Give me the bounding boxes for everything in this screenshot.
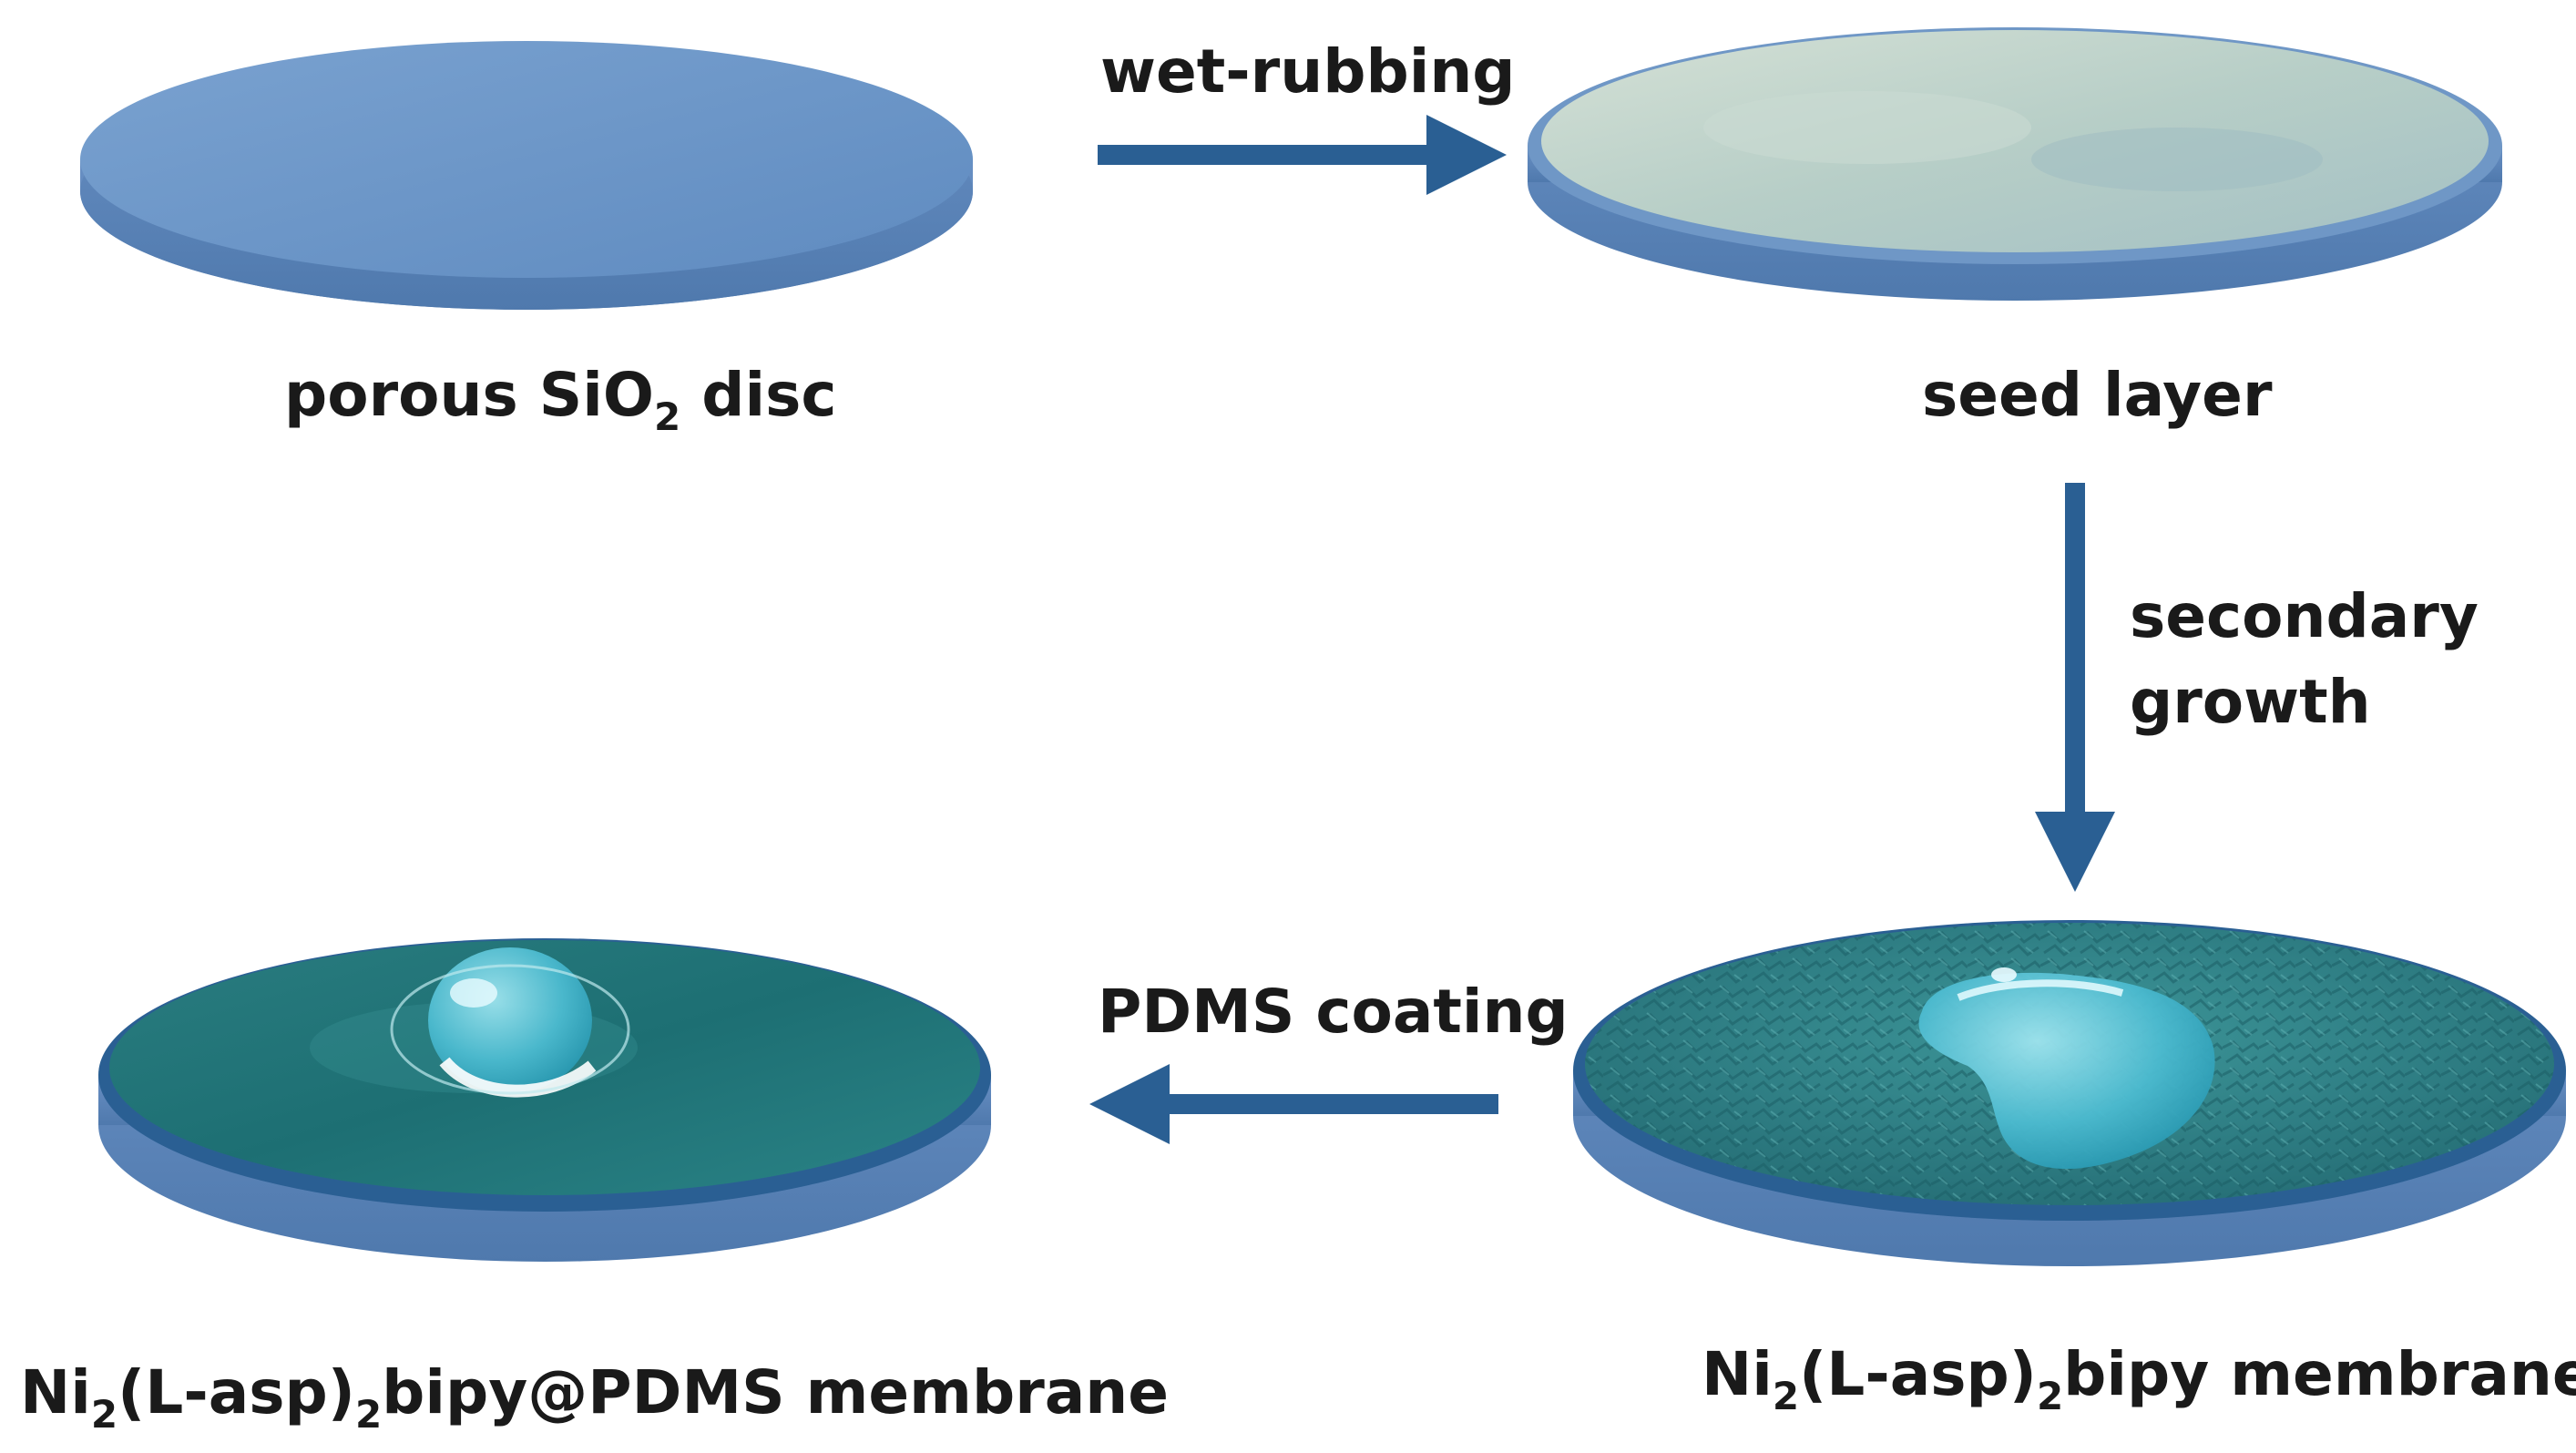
seed-layer-disc <box>1528 27 2502 301</box>
subscript: 2 <box>90 1392 118 1437</box>
ni-membrane-caption: Ni2(L-asp)2bipy membrane <box>1702 1339 2576 1418</box>
pdms-membrane-caption: Ni2(L-asp)2bipy@PDMS membrane <box>20 1357 1170 1437</box>
porous-sio2-disc-caption: porous SiO2 disc <box>284 360 837 439</box>
subscript: 2 <box>2036 1374 2064 1418</box>
porous-sio2-disc <box>80 41 973 310</box>
water-droplet <box>390 947 630 1098</box>
caption-text: porous SiO <box>284 360 654 430</box>
caption-text: Ni <box>1702 1339 1773 1409</box>
secondary-growth-label: secondary growth <box>2130 574 2479 745</box>
caption-text: bipy membrane <box>2063 1339 2576 1409</box>
pdms-coating-label: PDMS coating <box>1098 977 1569 1047</box>
caption-text: (L-asp) <box>1799 1339 2037 1409</box>
pdms-membrane-disc <box>98 938 991 1262</box>
subscript: 2 <box>1772 1374 1800 1418</box>
secondary-growth-line1: secondary <box>2130 581 2479 651</box>
secondary-growth-line2: growth <box>2130 667 2371 737</box>
caption-text: Ni <box>20 1357 91 1427</box>
caption-text: disc <box>680 360 837 430</box>
wet-rubbing-label: wet-rubbing <box>1100 36 1516 107</box>
water-droplet <box>1918 967 2215 1170</box>
subscript: 2 <box>354 1392 383 1437</box>
seed-layer-caption: seed layer <box>1922 360 2273 430</box>
subscript: 2 <box>654 394 681 439</box>
ni-membrane-disc <box>1573 920 2566 1266</box>
caption-text: (L-asp) <box>118 1357 355 1427</box>
caption-text: bipy@PDMS membrane <box>382 1357 1170 1427</box>
